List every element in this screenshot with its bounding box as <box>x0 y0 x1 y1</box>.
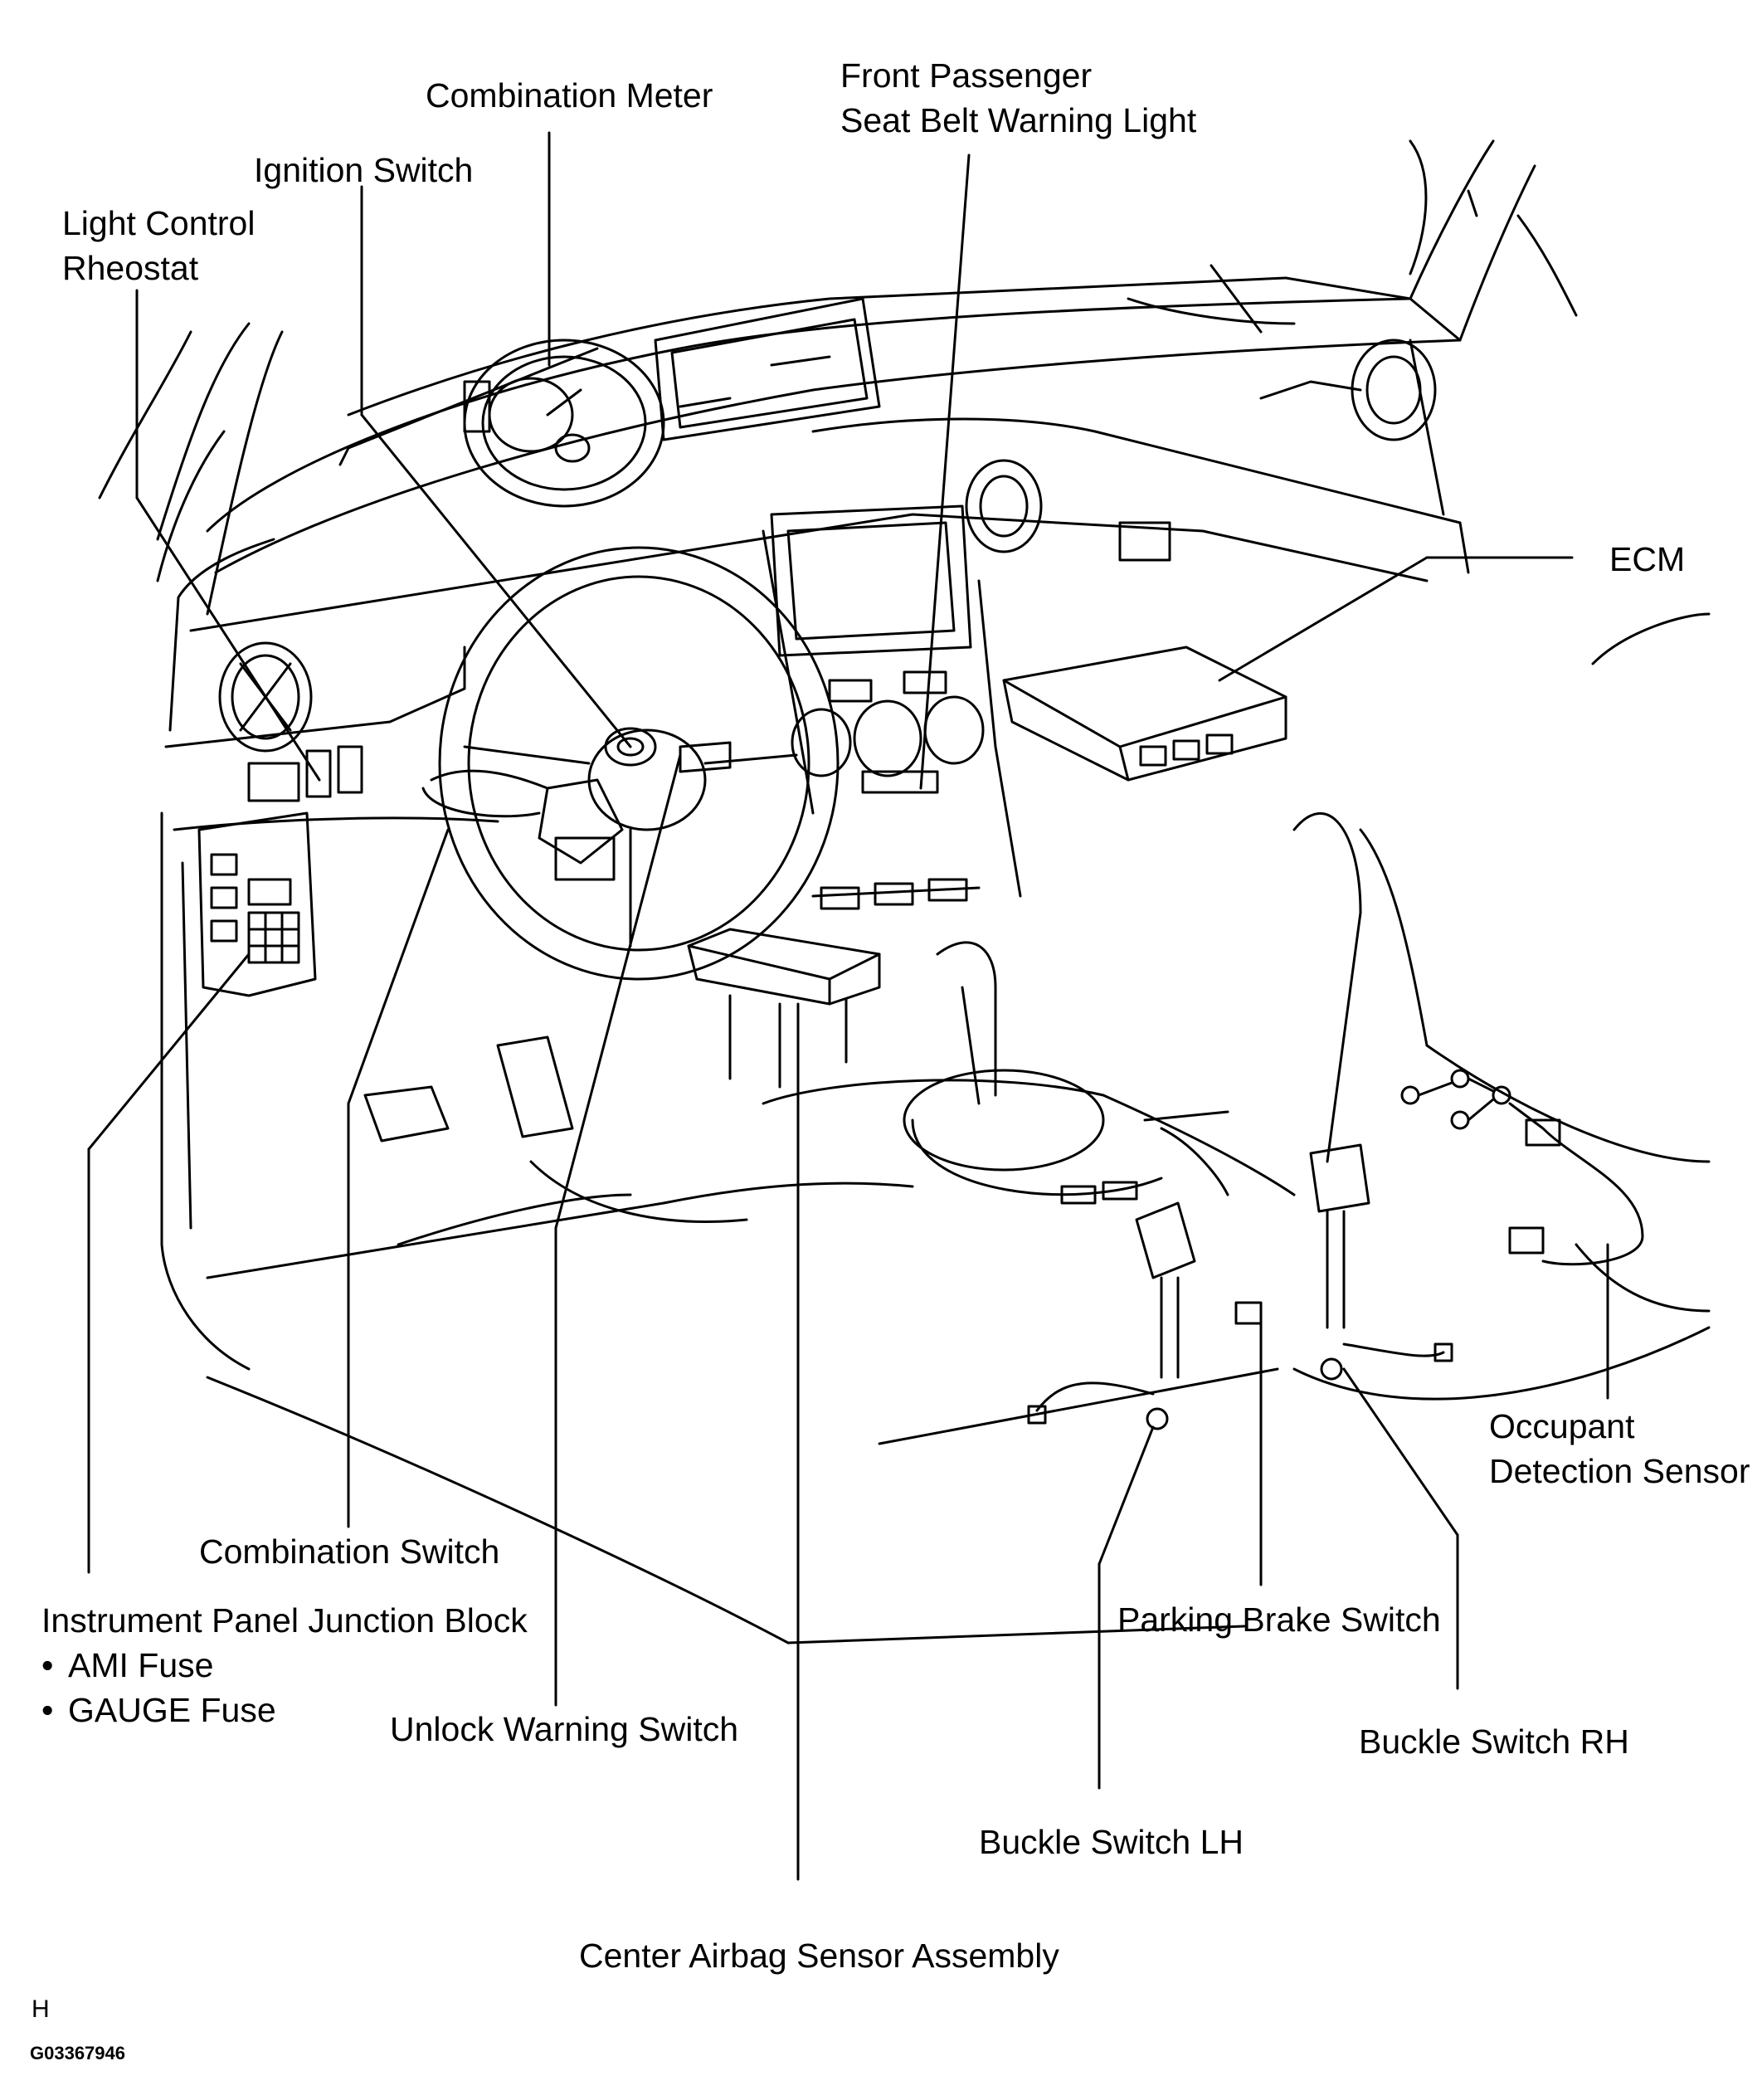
label-ami-fuse: AMI Fuse <box>41 1643 213 1688</box>
parking-brake-drawing <box>1234 1301 1263 1325</box>
occupant-sensor-drawing <box>1400 1069 1644 1266</box>
passenger-seat-drawing <box>1292 612 1711 1401</box>
ecm-drawing <box>1002 646 1287 782</box>
leader-lines <box>87 131 1609 1881</box>
dashboard-outline <box>156 139 1536 898</box>
figure-id: G03367946 <box>30 2043 125 2063</box>
label-ecm: ECM <box>1609 540 1686 578</box>
label-front-passenger-line2: Seat Belt Warning Light <box>840 101 1197 139</box>
label-occupant-line1: Occupant <box>1489 1407 1635 1445</box>
windshield <box>1409 139 1578 317</box>
buckle-rh-drawing <box>1309 1143 1453 1381</box>
label-buckle-switch-lh: Buckle Switch LH <box>979 1823 1244 1861</box>
left-pillar <box>98 322 284 1371</box>
label-gauge-fuse: GAUGE Fuse <box>41 1688 276 1733</box>
label-combination-switch: Combination Switch <box>199 1532 500 1571</box>
label-occupant-line2: Detection Sensor <box>1489 1452 1750 1490</box>
floor-drawing <box>206 1035 1279 1644</box>
label-unlock-warning-switch: Unlock Warning Switch <box>390 1710 739 1748</box>
shifter-console-drawing <box>762 941 1296 1205</box>
left-vent-drawing <box>218 641 363 802</box>
ami-fuse-text: AMI Fuse <box>68 1646 214 1684</box>
label-front-passenger-line1: Front Passenger <box>840 56 1093 95</box>
label-junction-block: Instrument Panel Junction Block <box>41 1601 528 1640</box>
label-parking-brake-switch: Parking Brake Switch <box>1117 1601 1441 1639</box>
label-light-control-line2: Rheostat <box>62 249 199 287</box>
label-combination-meter: Combination Meter <box>426 76 713 115</box>
label-light-control-line1: Light Control <box>62 204 256 242</box>
center-console-drawing <box>770 504 985 910</box>
center-airbag-drawing <box>687 928 881 1089</box>
footer-code: H <box>32 1995 50 2023</box>
buckle-lh-drawing <box>1027 1201 1196 1430</box>
label-ignition-switch: Ignition Switch <box>254 151 474 189</box>
gauge-fuse-text: GAUGE Fuse <box>68 1691 276 1729</box>
ignition-combination-switch-drawing <box>421 727 732 881</box>
right-vents-drawing <box>965 339 1437 562</box>
steering-wheel-drawing <box>438 546 840 981</box>
label-buckle-switch-rh: Buckle Switch RH <box>1359 1722 1629 1761</box>
junction-block-drawing <box>197 811 317 997</box>
combination-meter-drawing <box>463 297 881 508</box>
label-center-airbag: Center Airbag Sensor Assembly <box>579 1937 1059 1975</box>
